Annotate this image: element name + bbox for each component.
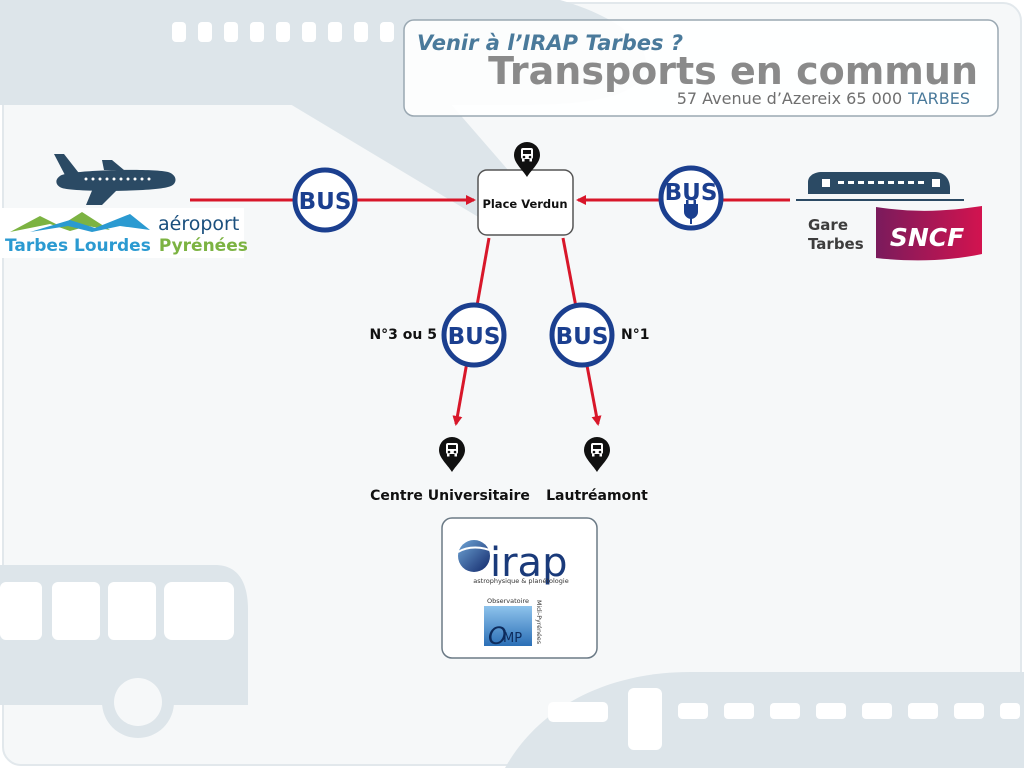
bus-badge-label: BUS [556,324,609,350]
irap-logo-text: irap [490,540,567,586]
omp-side-text: Midi-Pyrénées [535,600,543,644]
omp-logo: Observatoire O MP Midi-Pyrénées [484,597,543,650]
bus-badge-airport: BUS [295,170,355,230]
hub-place-verdun: Place Verdun [477,169,574,236]
airport-name-left: Tarbes Lourdes [5,236,151,256]
hub-label: Place Verdun [482,197,567,211]
irap-planet-icon [458,540,490,572]
airport-logo: aéroport Tarbes Lourdes Pyrénées [2,208,248,258]
header-city: TARBES [907,89,970,108]
bus-line-label-left: N°3 ou 5 [369,327,437,343]
bus-badge-label: BUS [448,324,501,350]
sncf-logo-text: SNCF [890,223,964,252]
header-question: Venir à l’IRAP Tarbes ? [417,31,683,55]
airport-brand-word: aéroport [158,213,239,235]
train-icon [796,172,964,201]
stop-label-lautreamont: Lautréamont [546,488,648,504]
omp-top-text: Observatoire [487,597,529,605]
omp-sky-block [484,606,532,646]
bus-badge-line-1: BUS [552,305,612,365]
header-address: 57 Avenue d’Azereix 65 000 [677,89,902,108]
electric-plug-icon [684,200,698,224]
header: Venir à l’IRAP Tarbes ? Transports en co… [403,19,999,117]
bus-badge-label: BUS [299,189,352,215]
bus-badge-label: BUS [665,180,718,206]
background-airplane-windows [172,22,394,42]
page-title: Transports en commun [488,49,978,93]
irap-logo: irap astrophysique & planétologie [457,540,569,586]
airport-name-right: Pyrénées [159,236,248,256]
irap-logo-card: irap astrophysique & planétologie Observ… [441,517,598,659]
airport-name: Tarbes Lourdes Pyrénées [5,236,248,256]
irap-tagline: astrophysique & planétologie [473,577,568,585]
header-box [403,19,999,117]
sncf-logo: SNCF [876,206,982,261]
bus-line-label-right: N°1 [621,327,649,343]
bus-badge-line-3-5: BUS [444,305,504,365]
airplane-icon [54,154,176,205]
header-address-line: 57 Avenue d’Azereix 65 000 TARBES [677,89,970,108]
station-label-line1: Gare [808,216,848,234]
airport-logo-background [2,208,244,258]
station-label-line2: Tarbes [808,235,864,253]
omp-letters-mp: MP [503,631,522,646]
omp-letter-o: O [488,622,507,650]
background-bus-silhouette [0,565,248,738]
stop-label-university: Centre Universitaire [370,488,530,504]
bus-badge-station: BUS [661,168,721,228]
airport-mountains-icon [10,212,150,232]
background-airplane-bottom-silhouette [505,672,1024,768]
